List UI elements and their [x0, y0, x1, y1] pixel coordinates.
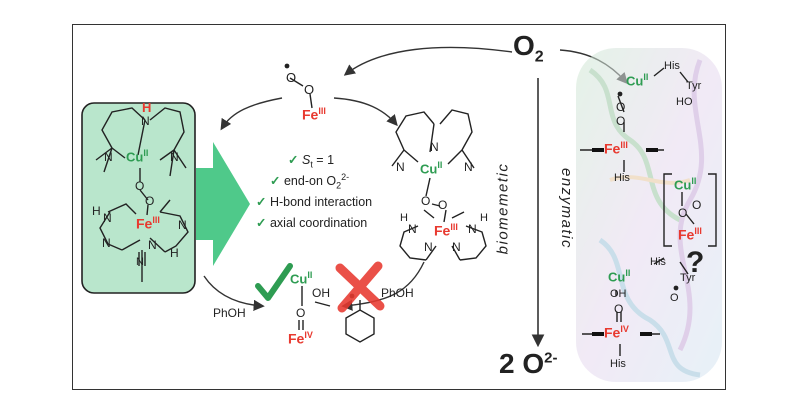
panel-n-axial: N: [136, 256, 144, 268]
bracket-cu: CuII: [674, 176, 697, 193]
panel-n-r2: N: [178, 218, 187, 232]
radical-dot-tyr: [673, 285, 679, 291]
enz-fe-bottom: FeIV: [604, 324, 629, 341]
check-icon: ✓: [256, 216, 267, 230]
enz-his-fe: His: [614, 172, 630, 184]
panel-structure: [95, 107, 189, 282]
cmplx-n-left: N: [396, 160, 405, 174]
cmplx-o1: O: [421, 194, 431, 208]
phoh-left: PhOH: [213, 306, 246, 320]
biomemetic-label: biomemetic: [494, 162, 512, 255]
enz-cu-bottom: CuII: [608, 268, 631, 285]
enz-his-fe4: His: [610, 358, 626, 370]
success-check-icon: [255, 263, 293, 301]
panel-cu: CuII: [126, 148, 149, 165]
product-o: O: [296, 306, 306, 320]
phoh-right: PhOH: [381, 286, 414, 300]
enzyme-structures: [580, 67, 717, 356]
condition-hbond: ✓ H-bond interaction: [256, 195, 373, 209]
panel-o2: O: [145, 194, 155, 208]
arrow-fe-to-panel: [220, 97, 283, 131]
cmplx-n-right: N: [464, 160, 473, 174]
question-mark: ?: [686, 246, 705, 279]
top-o2: O: [304, 82, 315, 97]
enz-tyr-top: Tyr: [686, 80, 702, 92]
check-icon: ✓: [288, 153, 299, 167]
panel-o1: O: [135, 179, 145, 193]
cmplx-n-top: N: [430, 140, 439, 154]
panel-h-left: H: [92, 204, 101, 218]
enz-o1: O: [616, 100, 626, 114]
panel-n-l2: N: [102, 236, 111, 250]
top-fe: FeIII: [302, 106, 326, 123]
enz-o-tyr: O: [670, 292, 679, 304]
product-oh: OH: [312, 286, 330, 300]
cmplx-n3: N: [424, 240, 433, 254]
panel-n-right: N: [170, 150, 179, 164]
enz-o2: O: [616, 114, 626, 128]
bracket-o1: O: [678, 206, 688, 220]
panel-n-b: N: [148, 238, 157, 252]
cmplx-o2: O: [438, 198, 448, 212]
enz-his-top: His: [664, 60, 680, 72]
check-icon: ✓: [270, 174, 281, 189]
panel-n-lower-left: N: [103, 211, 112, 225]
bracket-fe: FeIII: [678, 226, 702, 243]
arrow-complex-to-product: [341, 261, 425, 311]
product-structure: [298, 286, 331, 330]
condition-spin-state: ✓ St = 1: [288, 153, 335, 170]
biomimetic-complex: [391, 109, 487, 261]
arrow-panel-to-product: [203, 275, 265, 311]
red-cross-icon: [335, 261, 385, 313]
product-cu: CuII: [290, 270, 313, 287]
condition-axial: ✓ axial coordination: [256, 216, 368, 230]
enz-o-fe4: O: [614, 302, 624, 316]
arrow-o2-to-fe: [343, 46, 513, 76]
cmplx-n1: N: [408, 222, 417, 236]
radical-dot-top: [284, 63, 290, 69]
panel-n-top: N: [141, 114, 150, 128]
enz-his-bottom: His: [650, 256, 666, 268]
cmplx-n4: N: [452, 240, 461, 254]
panel-h-b: H: [170, 246, 179, 260]
panel-fe: FeIII: [136, 215, 160, 232]
radical-dot-enzyme: [617, 91, 623, 97]
superoxide-product-label: 2 O2-: [499, 348, 558, 379]
enz-oh-bottom: OH: [610, 288, 627, 300]
superoxo-fe-top: [289, 77, 313, 109]
panel-n-left: N: [104, 150, 113, 164]
check-icon: ✓: [256, 195, 267, 209]
enz-cu-top: CuII: [626, 72, 649, 89]
cmplx-fe: FeIII: [434, 222, 458, 239]
enz-tyr-bottom: Tyr: [680, 272, 696, 284]
o2-label: O2: [513, 30, 544, 66]
green-flow-arrow: [196, 142, 250, 266]
protein-cartoon: [576, 48, 722, 382]
arrow-fe-to-complex: [333, 97, 398, 127]
cmplx-h1: H: [400, 212, 408, 224]
panel-h: H: [142, 100, 152, 115]
product-fe: FeIV: [288, 330, 313, 347]
cmplx-h2: H: [480, 212, 488, 224]
enz-ho: HO: [676, 96, 693, 108]
heme-bars: [592, 148, 658, 336]
cmplx-n2: N: [468, 222, 477, 236]
cmplx-cu: CuII: [420, 160, 443, 177]
enzymatic-label: enzymatic: [558, 167, 576, 250]
top-o1: O: [286, 70, 297, 85]
enz-fe-top: FeIII: [604, 140, 628, 157]
condition-end-on: ✓ end-on O22-: [270, 172, 350, 191]
bracket-o2: O: [692, 198, 702, 212]
